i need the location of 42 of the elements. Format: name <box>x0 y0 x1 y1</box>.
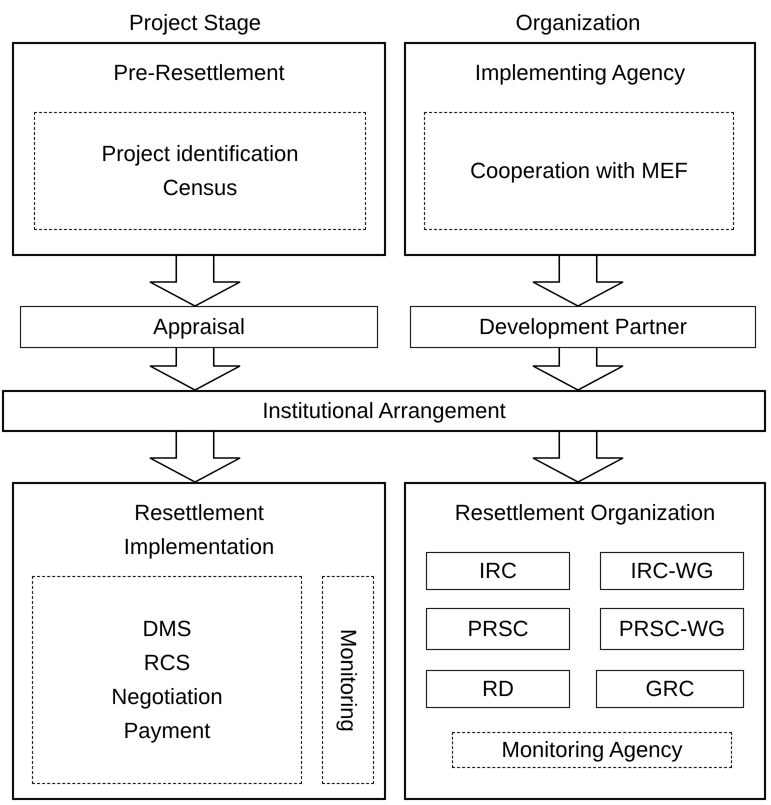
node-label: Resettlement Implementation <box>122 499 276 561</box>
process-box <box>20 306 378 348</box>
node-label: Payment <box>122 717 212 745</box>
stage-box <box>404 482 766 800</box>
dashed-group-box <box>424 112 734 230</box>
dashed-group-box <box>32 576 302 784</box>
dashed-group-box <box>34 112 366 230</box>
stage-box <box>404 42 756 256</box>
process-box <box>600 552 744 590</box>
node-label: Project identification <box>100 140 300 168</box>
process-box <box>426 670 570 708</box>
column-heading: Project Stage <box>128 9 262 37</box>
node-label: Monitoring <box>337 628 359 732</box>
node-label: GRC <box>644 675 696 703</box>
node-label: Resettlement Organization <box>454 499 716 527</box>
node-label: Negotiation <box>110 683 224 711</box>
node-label: Institutional Arrangement <box>261 397 507 425</box>
process-box <box>410 306 756 348</box>
node-label: Implementing Agency <box>474 59 686 87</box>
stage-box <box>12 42 386 256</box>
node-label: Development Partner <box>478 313 688 341</box>
node-label: Monitoring Agency <box>500 736 684 764</box>
node-label: RCS <box>142 649 192 677</box>
stage-bar <box>2 390 766 432</box>
node-label: IRC <box>478 557 518 585</box>
node-label: PRSC <box>466 615 530 643</box>
dashed-group-box <box>322 576 374 784</box>
node-label: Pre-Resettlement <box>112 59 286 87</box>
process-box <box>426 608 570 650</box>
node-label: IRC-WG <box>629 557 715 585</box>
node-label: Census <box>162 174 238 202</box>
process-box <box>596 670 744 708</box>
node-label: Appraisal <box>152 313 246 341</box>
dashed-group-box <box>452 732 732 768</box>
node-label: RD <box>481 675 515 703</box>
stage-box <box>12 482 386 800</box>
node-label: Cooperation with MEF <box>469 157 689 185</box>
column-heading: Organization <box>516 9 640 37</box>
process-box <box>600 608 744 650</box>
process-box <box>426 552 570 590</box>
node-label: PRSC-WG <box>618 615 726 643</box>
node-label: DMS <box>142 615 192 643</box>
